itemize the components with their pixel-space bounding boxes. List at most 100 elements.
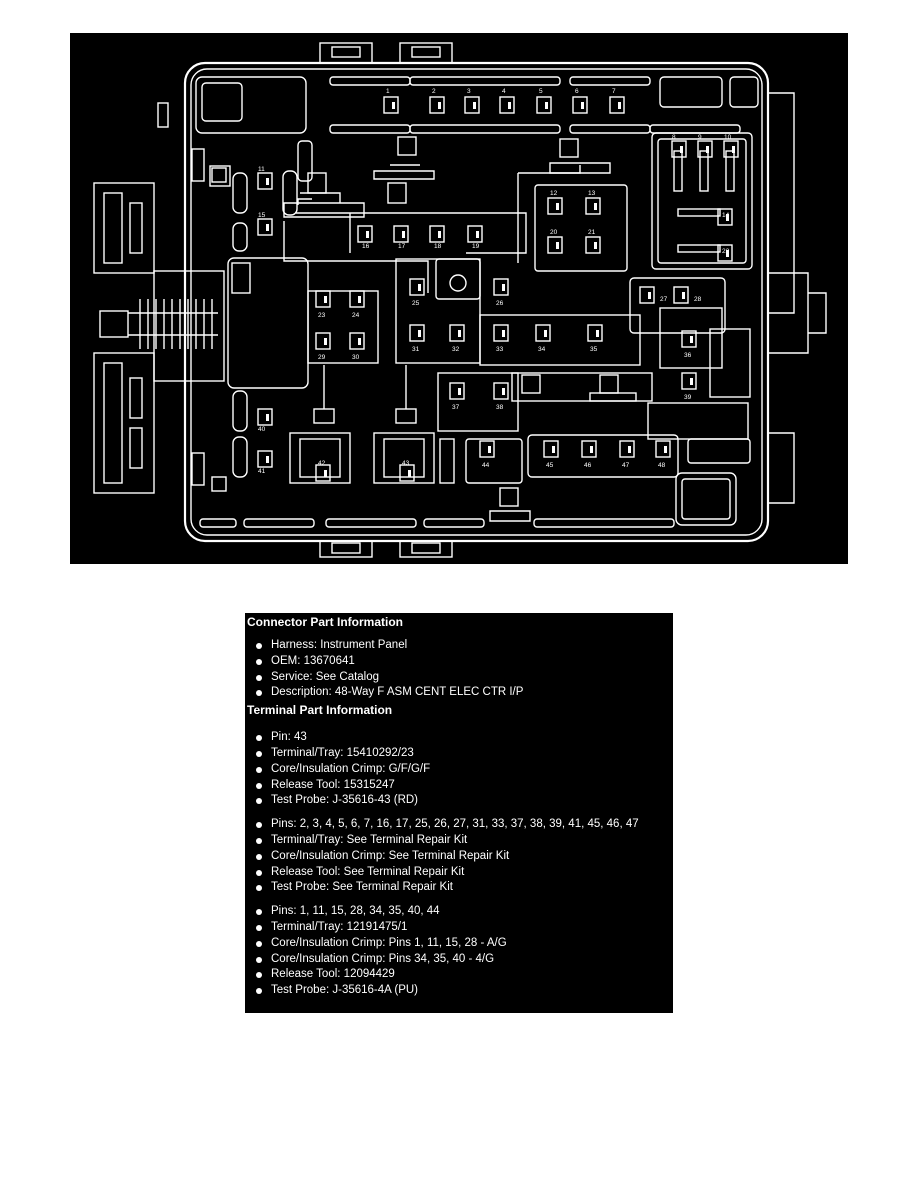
terminal-cavity: 34 xyxy=(535,324,551,353)
pin-label: 8 xyxy=(672,134,676,141)
list-item: Core/Insulation Crimp: G/F/G/F xyxy=(245,762,673,778)
list-item: Service: See Catalog xyxy=(245,670,673,686)
list-item: Pins: 1, 11, 15, 28, 34, 35, 40, 44 xyxy=(245,904,673,920)
terminal-cavity: 6 xyxy=(572,88,588,114)
lower-center-connectors xyxy=(289,140,523,484)
pin-label: 32 xyxy=(452,346,460,353)
part-information-panel: Connector Part Information Harness: Inst… xyxy=(245,613,673,1013)
pin-label: 47 xyxy=(622,462,630,469)
pin-label: 45 xyxy=(546,462,554,469)
connector-list: Harness: Instrument Panel OEM: 13670641 … xyxy=(245,638,673,701)
terminal-cavity: 17 xyxy=(393,225,409,250)
terminal-cavity: 30 xyxy=(349,332,365,361)
terminal-heading: Terminal Part Information xyxy=(247,703,393,718)
pin-label: 37 xyxy=(452,404,460,411)
pin-label: 1 xyxy=(386,88,390,95)
terminal-cavity: 25 xyxy=(409,278,425,307)
list-item: OEM: 13670641 xyxy=(245,654,673,670)
pin-label: 46 xyxy=(584,462,592,469)
terminal-cavity: 23 xyxy=(315,290,331,319)
pin-label: 22 xyxy=(722,248,730,255)
housing-outline xyxy=(183,61,770,543)
pin-label: 7 xyxy=(612,88,616,95)
pin-label: 43 xyxy=(402,460,410,467)
list-item: Terminal/Tray: See Terminal Repair Kit xyxy=(245,833,673,849)
pin-label: 11 xyxy=(258,166,265,173)
pin-label: 9 xyxy=(698,134,702,141)
list-item: Core/Insulation Crimp: Pins 1, 11, 15, 2… xyxy=(245,936,673,952)
pin-label: 17 xyxy=(398,243,406,250)
pin-label: 13 xyxy=(588,190,596,197)
pin-label: 23 xyxy=(318,312,326,319)
terminal-cavity: 1 xyxy=(383,88,399,114)
pin-label: 26 xyxy=(496,300,504,307)
terminal-cavity: 37 xyxy=(449,382,465,411)
terminal-cavity: 27 xyxy=(639,286,668,304)
list-item: Pins: 2, 3, 4, 5, 6, 7, 16, 17, 25, 26, … xyxy=(245,817,673,833)
lower-right-frames xyxy=(437,277,751,526)
list-item: Test Probe: See Terminal Repair Kit xyxy=(245,880,673,896)
terminal-cavity: 43 xyxy=(399,460,415,482)
terminal-cavity: 11 xyxy=(257,166,273,190)
pin-label: 36 xyxy=(684,352,692,359)
terminal-cavity: 38 xyxy=(493,382,509,411)
terminal-cavity: 14 xyxy=(717,208,733,226)
terminal-cavity: 19 xyxy=(467,225,483,250)
terminal-cavity: 42 xyxy=(315,460,331,482)
pin-label: 40 xyxy=(258,426,266,433)
list-item: Test Probe: J-35616-43 (RD) xyxy=(245,793,673,809)
terminal-cavity: 24 xyxy=(349,290,365,319)
relay-block-small xyxy=(534,184,628,272)
pin-label: 48 xyxy=(658,462,666,469)
pin-label: 5 xyxy=(539,88,543,95)
pin-label: 12 xyxy=(550,190,558,197)
list-item: Core/Insulation Crimp: Pins 34, 35, 40 -… xyxy=(245,952,673,968)
terminal-group-1: Pin: 43 Terminal/Tray: 15410292/23 Core/… xyxy=(245,730,673,809)
terminal-cavity: 13 xyxy=(585,190,601,215)
pin-label: 30 xyxy=(352,354,360,361)
terminal-cavity: 3 xyxy=(464,88,480,114)
left-column-frames xyxy=(211,167,298,492)
list-item: Description: 48-Way F ASM CENT ELEC CTR … xyxy=(245,685,673,701)
list-item: Harness: Instrument Panel xyxy=(245,638,673,654)
pin-label: 25 xyxy=(412,300,420,307)
list-item: Pin: 43 xyxy=(245,730,673,746)
terminal-cavity: 36 xyxy=(681,330,697,359)
pin-label: 21 xyxy=(588,229,596,236)
housing-inner-outline xyxy=(190,68,763,536)
terminal-cavity: 7 xyxy=(609,88,625,114)
pin-label: 29 xyxy=(318,354,326,361)
terminal-cavity: 45 xyxy=(543,440,559,469)
terminal-group-3: Pins: 1, 11, 15, 28, 34, 35, 40, 44 Term… xyxy=(245,904,673,999)
terminal-cavity: 5 xyxy=(536,88,552,114)
relay-block-large xyxy=(651,132,753,270)
terminal-cavity: 41 xyxy=(257,450,273,475)
list-item: Terminal/Tray: 15410292/23 xyxy=(245,746,673,762)
terminal-group-2: Pins: 2, 3, 4, 5, 6, 7, 16, 17, 25, 26, … xyxy=(245,817,673,896)
pin-label: 39 xyxy=(684,394,692,401)
pin-label: 38 xyxy=(496,404,504,411)
terminal-cavity: 2 xyxy=(429,88,445,114)
terminal-cavity: 48 xyxy=(655,440,671,469)
terminal-cavity: 47 xyxy=(619,440,635,469)
pin-label: 18 xyxy=(434,243,442,250)
list-item: Test Probe: J-35616-4A (PU) xyxy=(245,983,673,999)
list-item: Core/Insulation Crimp: See Terminal Repa… xyxy=(245,849,673,865)
pin-label: 41 xyxy=(258,468,266,475)
terminal-cavity: 31 xyxy=(409,324,425,353)
terminal-cavity: 9 xyxy=(697,134,713,158)
pin-label: 19 xyxy=(472,243,480,250)
terminal-cavity: 10 xyxy=(723,134,739,158)
terminal-cavity: 28 xyxy=(673,286,702,304)
terminal-cavity: 22 xyxy=(717,244,733,262)
top-latches xyxy=(319,42,453,64)
terminal-cavity: 29 xyxy=(315,332,331,361)
pin-label: 27 xyxy=(660,296,668,303)
terminal-cavity: 32 xyxy=(449,324,465,353)
terminal-cavity: 4 xyxy=(499,88,515,114)
terminal-cavity: 12 xyxy=(547,190,563,215)
center-block xyxy=(209,136,611,389)
pin-label: 15 xyxy=(258,212,266,219)
top-row-frames xyxy=(195,76,759,134)
